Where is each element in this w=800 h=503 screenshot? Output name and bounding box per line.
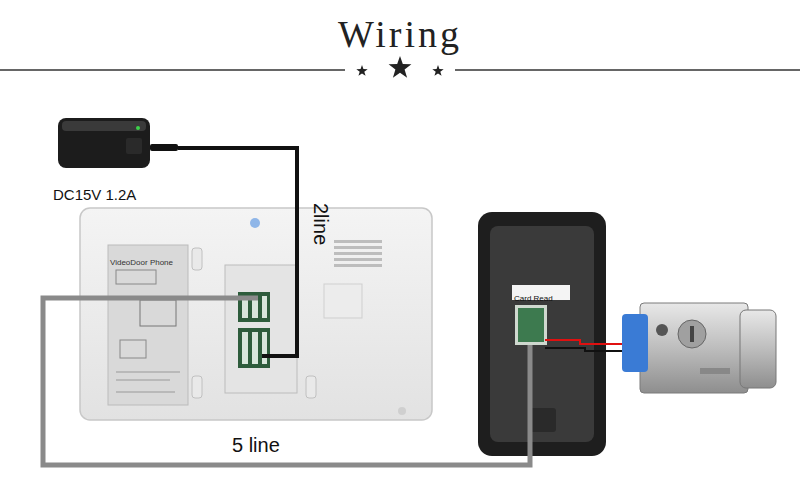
signal-cable [43, 298, 530, 465]
electric-lock [622, 303, 776, 393]
title: Wiring [338, 13, 462, 55]
monitor [80, 208, 432, 420]
power-adapter [58, 118, 178, 168]
monitor-unit: VideoDoor Phone [80, 208, 432, 420]
card-reader: Card Read [478, 212, 606, 456]
divider [0, 56, 800, 78]
card-reader [478, 212, 628, 456]
node-label: DC15V 1.2A [53, 187, 136, 204]
wire-label: 5 line [232, 434, 280, 456]
title-row: Wiring [0, 12, 800, 56]
wire-label: 2line [310, 203, 332, 245]
node-label: Card Read [514, 295, 553, 304]
power-wire [178, 148, 297, 208]
power-adapter: DC15V 1.2A [48, 110, 178, 210]
node-label: VideoDoor Phone [110, 259, 173, 268]
